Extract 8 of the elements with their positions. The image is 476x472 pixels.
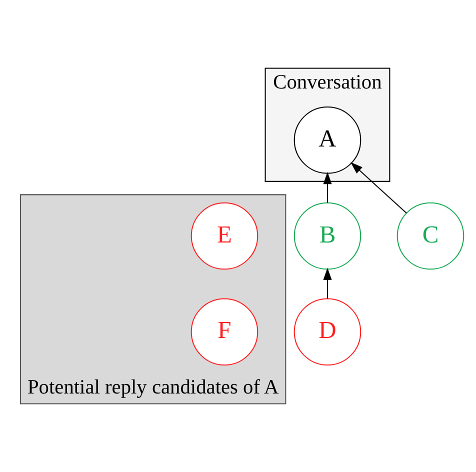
node-circle: D [294,298,362,366]
arrow [323,268,332,298]
arrow [323,172,332,203]
arrow [350,162,407,214]
node-circle: E [190,202,258,270]
node-circle: F [190,298,258,366]
node-circle: B [294,202,362,270]
node-circle: C [396,202,464,270]
